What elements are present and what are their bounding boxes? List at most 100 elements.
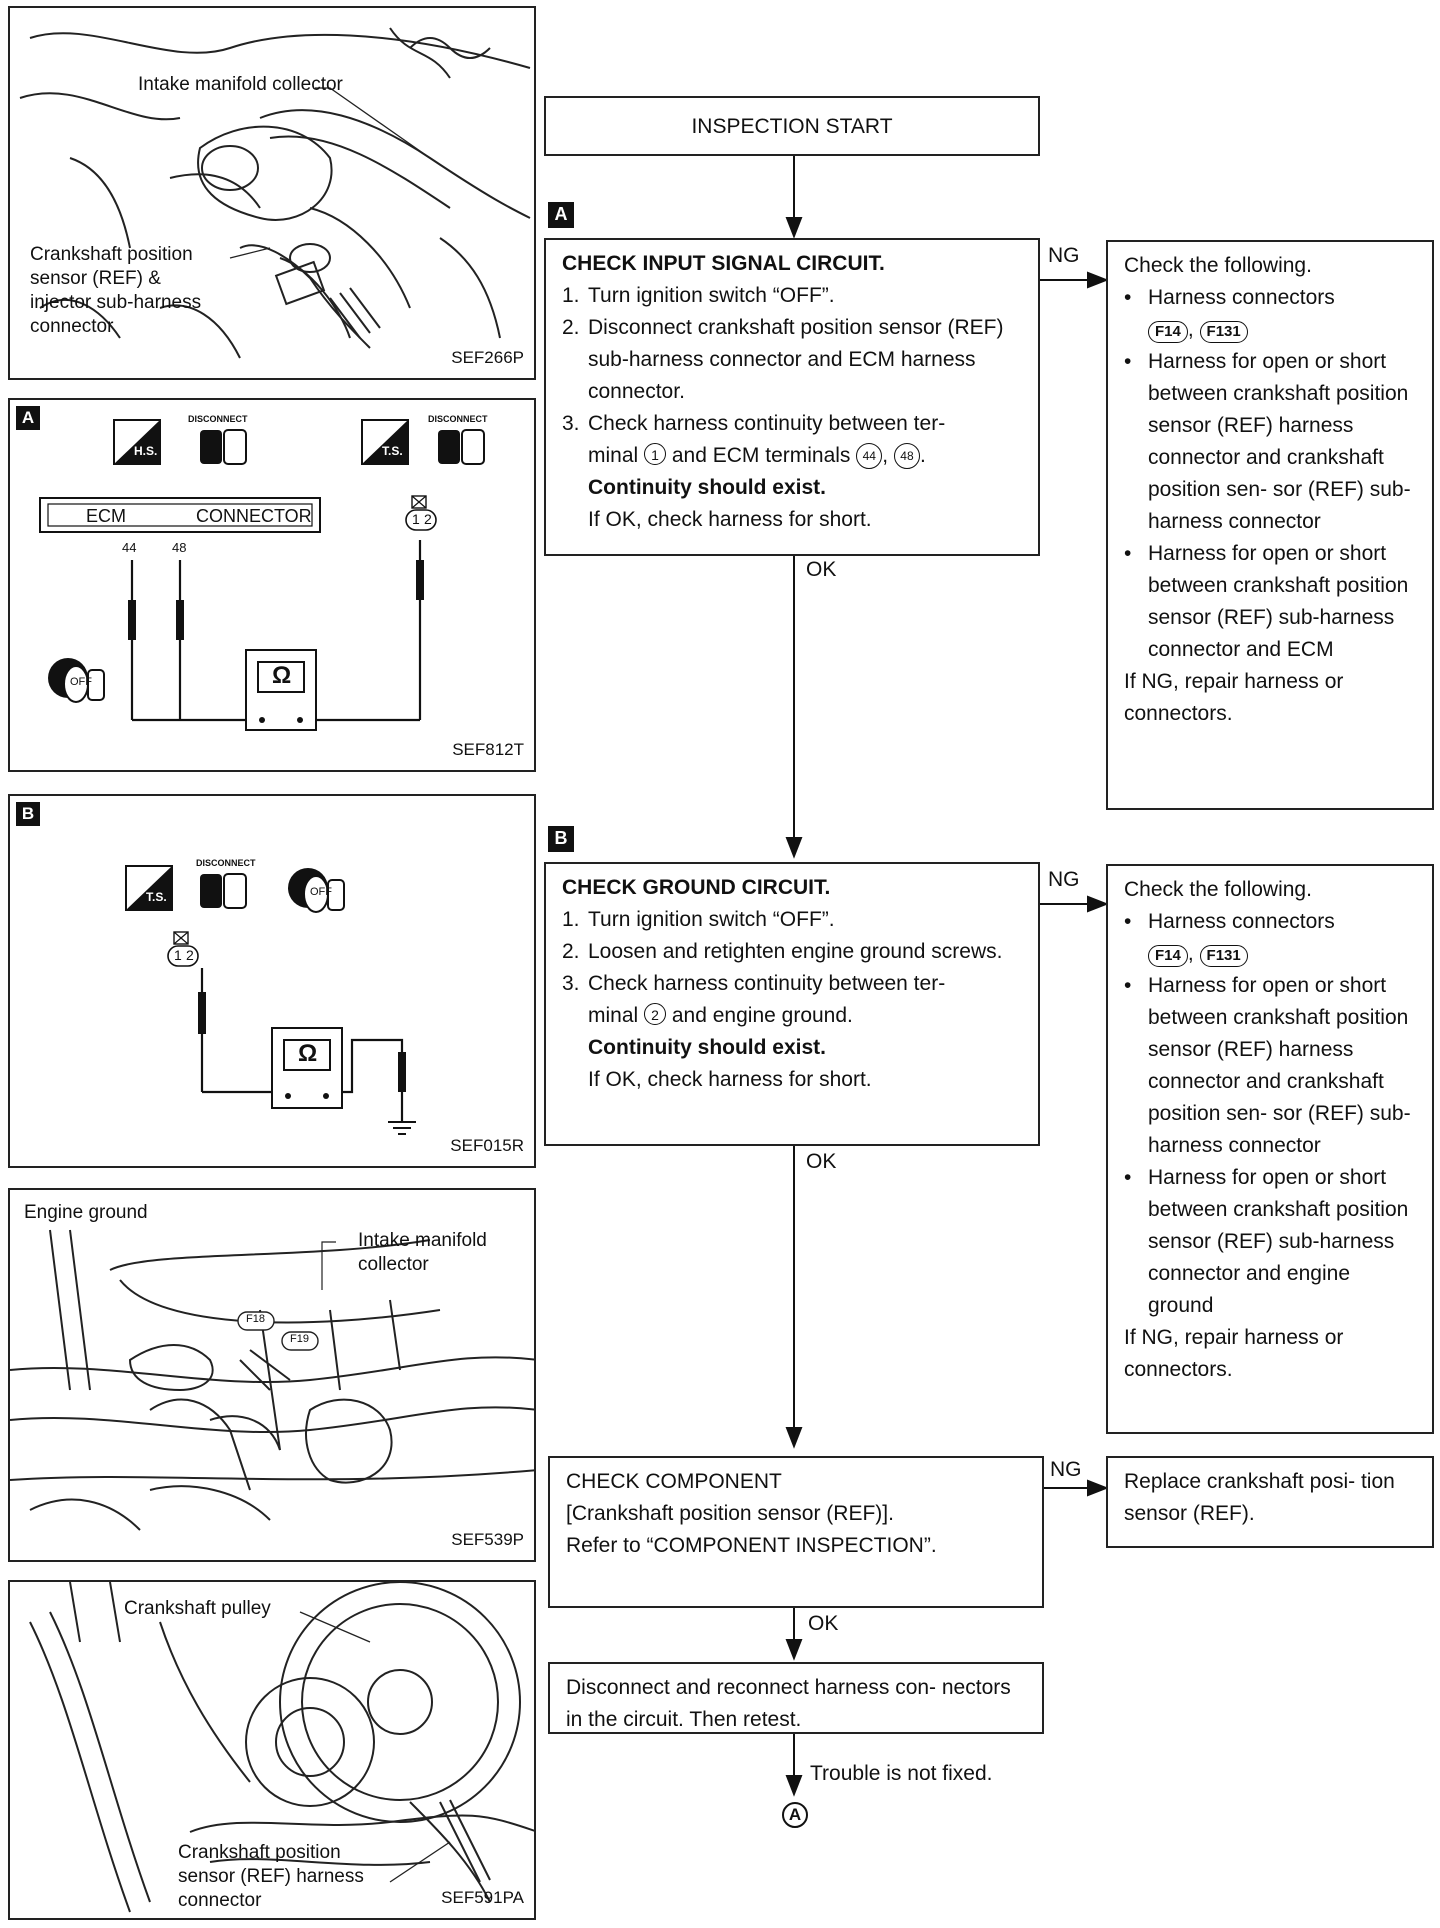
circuit-diagram-a [39, 419, 485, 731]
engine-illustration-2 [10, 1229, 534, 1531]
terminal-1-badge: 1 [644, 443, 667, 465]
step3-line-1: CHECK COMPONENT [566, 1470, 782, 1493]
ok-label-3: OK [808, 1612, 839, 1635]
inspection-start-label: INSPECTION START [691, 115, 893, 138]
label-f19: F19 [290, 1333, 309, 1345]
ng2-tail: If NG, repair harness or connectors. [1124, 1326, 1344, 1381]
figure-sef539p: Engine ground Intake manifold collector … [8, 1188, 536, 1562]
off-label: OFF [310, 886, 332, 898]
pin-48: 48 [172, 540, 187, 555]
figure-code: SEF591PA [441, 1888, 524, 1907]
flow-tag-b: B [548, 826, 574, 852]
terminal-a-circle: A [782, 1802, 808, 1828]
ng2-head: Check the following. [1124, 878, 1312, 901]
ng-check-box-2: Check the following. •Harness connectors… [1106, 864, 1434, 1434]
terminal-2-badge: 2 [644, 1003, 667, 1025]
flow-tag-a: A [548, 202, 574, 228]
replace-sensor-box: Replace crankshaft posi- tion sensor (RE… [1106, 1456, 1434, 1548]
connector-f131-badge: F131 [1199, 945, 1248, 967]
hs-label: H.S. [134, 444, 158, 458]
engine-illustration-1 [19, 27, 531, 359]
step2-item-3: Check harness continuity between ter- [588, 972, 946, 995]
trouble-label: Trouble is not fixed. [810, 1762, 993, 1785]
ok-label-2: OK [806, 1150, 837, 1173]
step1-item-2: Disconnect crankshaft position sensor (R… [588, 316, 1004, 403]
step4-text: Disconnect and reconnect harness con- ne… [566, 1676, 1011, 1731]
ng-check-box-1: Check the following. •Harness connectors… [1106, 240, 1434, 810]
check-ground-box: CHECK GROUND CIRCUIT. 1.Turn ignition sw… [544, 862, 1040, 1146]
figure-code: SEF015R [450, 1136, 524, 1155]
ecm-label: ECM [86, 506, 126, 526]
check-component-box: CHECK COMPONENT [Crankshaft position sen… [548, 1456, 1044, 1608]
figure-code: SEF539P [451, 1530, 524, 1549]
ng2-b1: Harness connectors [1148, 910, 1335, 933]
ng3-text: Replace crankshaft posi- tion sensor (RE… [1124, 1470, 1395, 1525]
ng-label-2: NG [1048, 868, 1080, 891]
label-f18: F18 [246, 1313, 265, 1325]
step1-item-3: Check harness continuity between ter- [588, 412, 946, 435]
pin-1: 1 [174, 947, 182, 963]
pin-2: 2 [424, 511, 432, 527]
ng1-b2: Harness for open or short between cranks… [1148, 350, 1411, 533]
label-ckp-2: sensor (REF) & [30, 268, 161, 289]
step3-line-2: [Crankshaft position sensor (REF)]. [566, 1502, 894, 1525]
ng1-tail: If NG, repair harness or connectors. [1124, 670, 1344, 725]
terminal-48-badge: 48 [893, 443, 920, 469]
label-ckp-1: Crankshaft position [30, 244, 193, 265]
label-ckp-4: connector [30, 316, 114, 337]
connector-label: CONNECTOR [196, 506, 312, 526]
pin-1: 1 [412, 511, 420, 527]
tag-b: B [16, 802, 40, 826]
figure-code: SEF812T [452, 740, 524, 759]
reconnect-box: Disconnect and reconnect harness con- ne… [548, 1662, 1044, 1734]
ts-label: T.S. [146, 890, 167, 904]
step3-line-3: Refer to “COMPONENT INSPECTION”. [566, 1534, 937, 1557]
label-engine-ground: Engine ground [24, 1202, 148, 1223]
step2-ifok: If OK, check harness for short. [588, 1068, 872, 1091]
terminal-44-badge: 44 [856, 443, 883, 469]
step2-item-3-cont: minal 2 and engine ground. [588, 1003, 853, 1027]
step1-item-1: Turn ignition switch “OFF”. [588, 284, 835, 307]
pin-44: 44 [122, 540, 137, 555]
ng2-b2: Harness for open or short between cranks… [1148, 974, 1411, 1157]
ng-label-3: NG [1050, 1458, 1082, 1481]
step2-item-2: Loosen and retighten engine ground screw… [588, 940, 1003, 963]
label-sensor-3: connector [178, 1890, 262, 1911]
pin-2: 2 [186, 947, 194, 963]
figure-sef812t: A [8, 398, 536, 772]
label-intake-1: Intake manifold [358, 1230, 487, 1251]
check-input-signal-box: CHECK INPUT SIGNAL CIRCUIT. 1.Turn ignit… [544, 238, 1040, 556]
disconnect-label-1: DISCONNECT [188, 414, 248, 424]
label-sensor-2: sensor (REF) harness [178, 1866, 364, 1887]
connector-f14-badge: F14 [1148, 945, 1188, 967]
ng1-b1: Harness connectors [1148, 286, 1335, 309]
label-sensor-1: Crankshaft position [178, 1842, 341, 1863]
ng1-b3: Harness for open or short between cranks… [1148, 542, 1409, 661]
ts-label: T.S. [382, 444, 403, 458]
ok-label-1: OK [806, 558, 837, 581]
step2-continuity: Continuity should exist. [588, 1036, 827, 1059]
disconnect-label: DISCONNECT [196, 858, 256, 868]
label-ckp-3: injector sub-harness [30, 292, 202, 313]
step1-item-3-cont: minal 1 and ECM terminals 44, 48. [588, 443, 926, 469]
ohm-symbol: Ω [272, 662, 292, 689]
figure-sef591pa: Crankshaft pulley Crankshaft position se… [8, 1580, 536, 1920]
tag-a: A [16, 406, 40, 430]
figure-sef015r: B T.S. DISCONNECT OFF 1 2 Ω [8, 794, 536, 1168]
figure-sef266p: Intake manifold collector Crankshaft pos… [8, 6, 536, 380]
label-pulley: Crankshaft pulley [124, 1598, 271, 1619]
step1-title: CHECK INPUT SIGNAL CIRCUIT. [562, 252, 885, 275]
label-intake-2: collector [358, 1254, 429, 1275]
step1-continuity: Continuity should exist. [588, 476, 827, 499]
connector-f131-badge: F131 [1199, 321, 1248, 343]
label-intake-collector: Intake manifold collector [138, 74, 343, 95]
step2-item-1: Turn ignition switch “OFF”. [588, 908, 835, 931]
connector-f14-badge: F14 [1148, 321, 1188, 343]
inspection-start-box: INSPECTION START [544, 96, 1040, 156]
off-label: OFF [70, 676, 92, 688]
step2-title: CHECK GROUND CIRCUIT. [562, 876, 831, 899]
circuit-diagram-b [125, 865, 416, 1135]
ohm-symbol: Ω [298, 1040, 318, 1067]
step1-ifok: If OK, check harness for short. [588, 508, 872, 531]
disconnect-label-2: DISCONNECT [428, 414, 488, 424]
